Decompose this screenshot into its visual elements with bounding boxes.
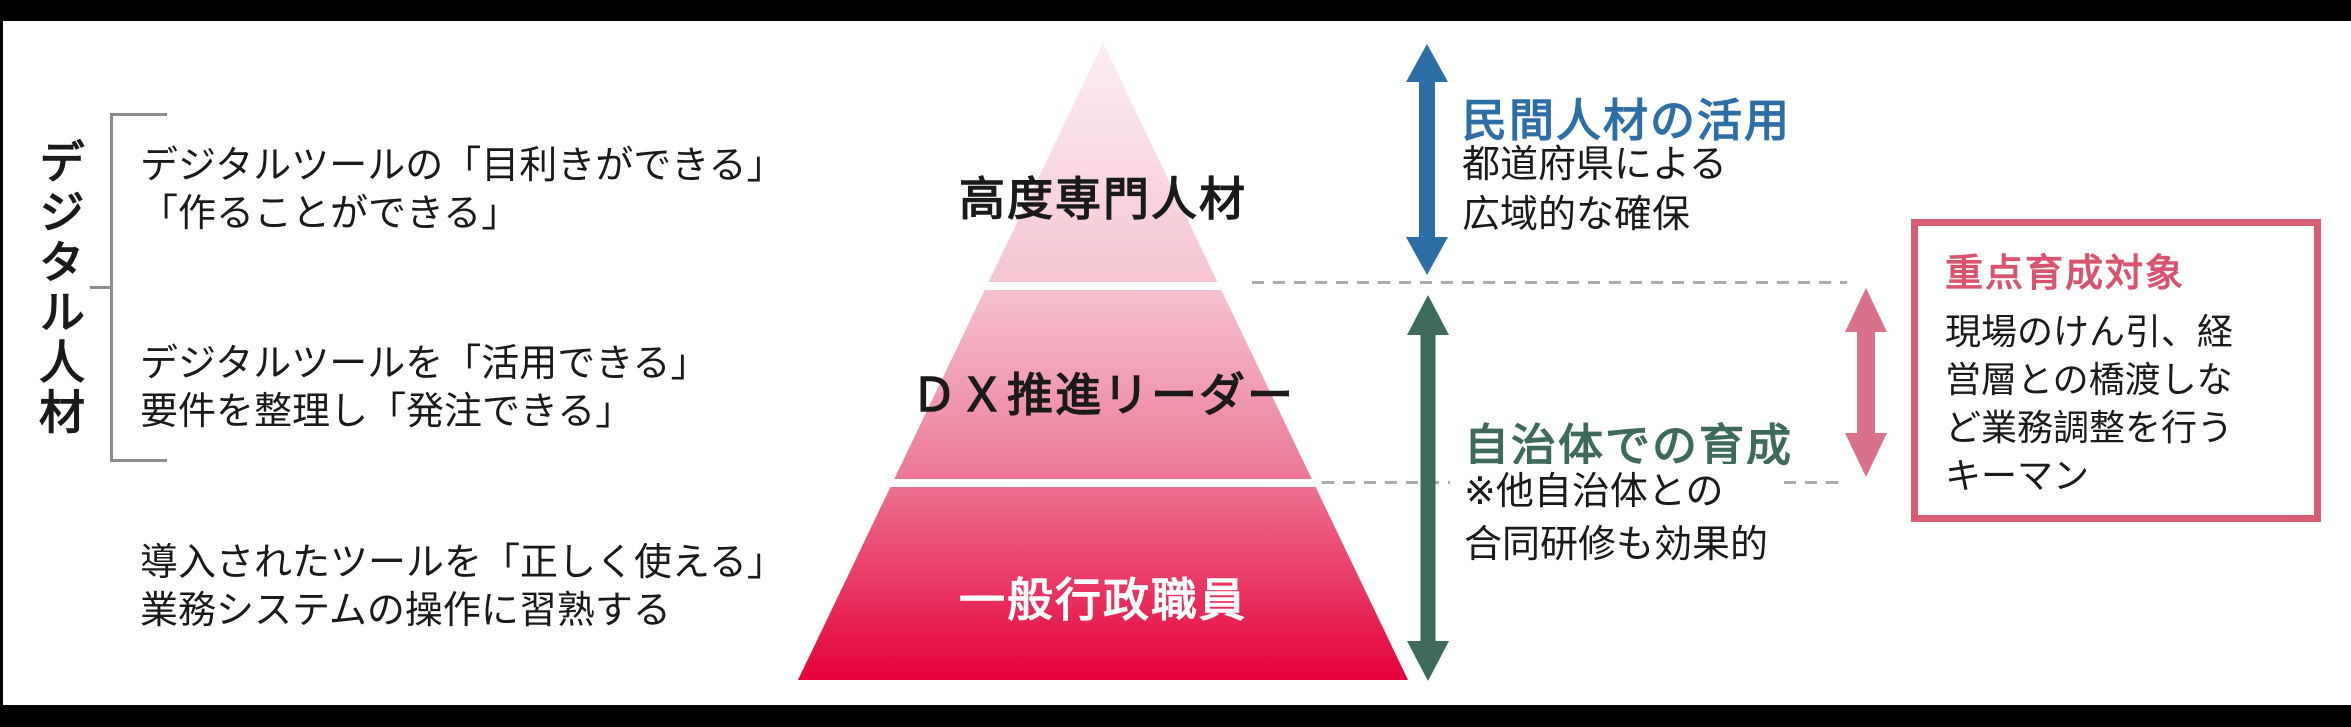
private-sector-title: 民間人材の活用 [1462,95,1792,146]
digital-jinzai-vertical-label: デジタル人材 [33,138,85,438]
pyramid-divider-bottom [798,479,1408,487]
priority-box-line: ど業務調整を行う [1945,407,2234,448]
description-top-tier: デジタルツールの「目利きができる」 「作ることができる」 [140,142,784,238]
blue-double-arrow [1406,44,1448,275]
municipality-line: 合同研修も効果的 [1464,524,1769,566]
municipality-line: ※他自治体との [1464,471,1724,513]
priority-box-line: 現場のけん引、経 [1945,311,2234,352]
description-line: 「作ることができる」 [140,193,520,235]
tier-label-advanced-specialist: 高度専門人材 [959,173,1247,225]
private-sector-line: 広域的な確保 [1462,194,1691,236]
arrow-shaft [1419,78,1435,241]
municipality-title: 自治体での育成 [1464,420,1794,471]
bracket-bottom-stub [110,459,167,462]
arrow-down-icon [1406,237,1448,275]
arrow-down-icon [1845,433,1887,477]
letterbox-top-bar [0,0,2351,21]
arrow-shaft [1420,331,1435,645]
description-line: 導入されたツールを「正しく使える」 [140,542,785,584]
priority-target-box: 重点育成対象 現場のけん引、経 営層との橋渡しな ど業務調整を行う キーマン [1911,219,2321,522]
municipality-text: ※他自治体との 合同研修も効果的 [1450,464,1779,574]
description-line: 要件を整理し「発注できる」 [140,391,634,433]
priority-box-title: 重点育成対象 [1945,253,2186,295]
priority-box-line: キーマン [1945,455,2090,496]
tier1-dashed-guide-line [1252,281,1847,284]
pink-double-arrow [1845,288,1887,477]
tier-label-dx-leader: ＤＸ推進リーダー [911,369,1295,421]
bracket-top-stub [110,113,167,116]
arrow-down-icon [1406,641,1449,681]
description-line: 業務システムの操作に習熟する [140,590,671,632]
description-line: デジタルツールを「活用できる」 [140,343,709,385]
description-middle-tier: デジタルツールを「活用できる」 要件を整理し「発注できる」 [140,340,708,436]
letterbox-left-strip [0,0,3,727]
arrow-shaft [1857,328,1875,437]
arrow-up-icon [1406,295,1449,335]
tier-label-general-staff: 一般行政職員 [959,574,1247,626]
arrow-up-icon [1406,44,1448,82]
private-sector-line: 都道府県による [1462,144,1727,186]
priority-box-line: 営層との橋渡しな [1945,359,2233,400]
arrow-up-icon [1845,288,1887,332]
letterbox-bottom-bar [0,705,2351,727]
private-sector-text: 都道府県による 広域的な確保 [1462,140,1727,240]
green-double-arrow [1406,295,1449,681]
bracket-middle-tick [90,286,110,289]
description-bottom-tier: 導入されたツールを「正しく使える」 業務システムの操作に習熟する [140,539,785,635]
pyramid-divider-top [798,282,1408,290]
description-line: デジタルツールの「目利きができる」 [140,145,785,187]
priority-box-body: 現場のけん引、経 営層との橋渡しな ど業務調整を行う キーマン [1945,308,2314,500]
bracket-vertical-line [110,113,113,462]
